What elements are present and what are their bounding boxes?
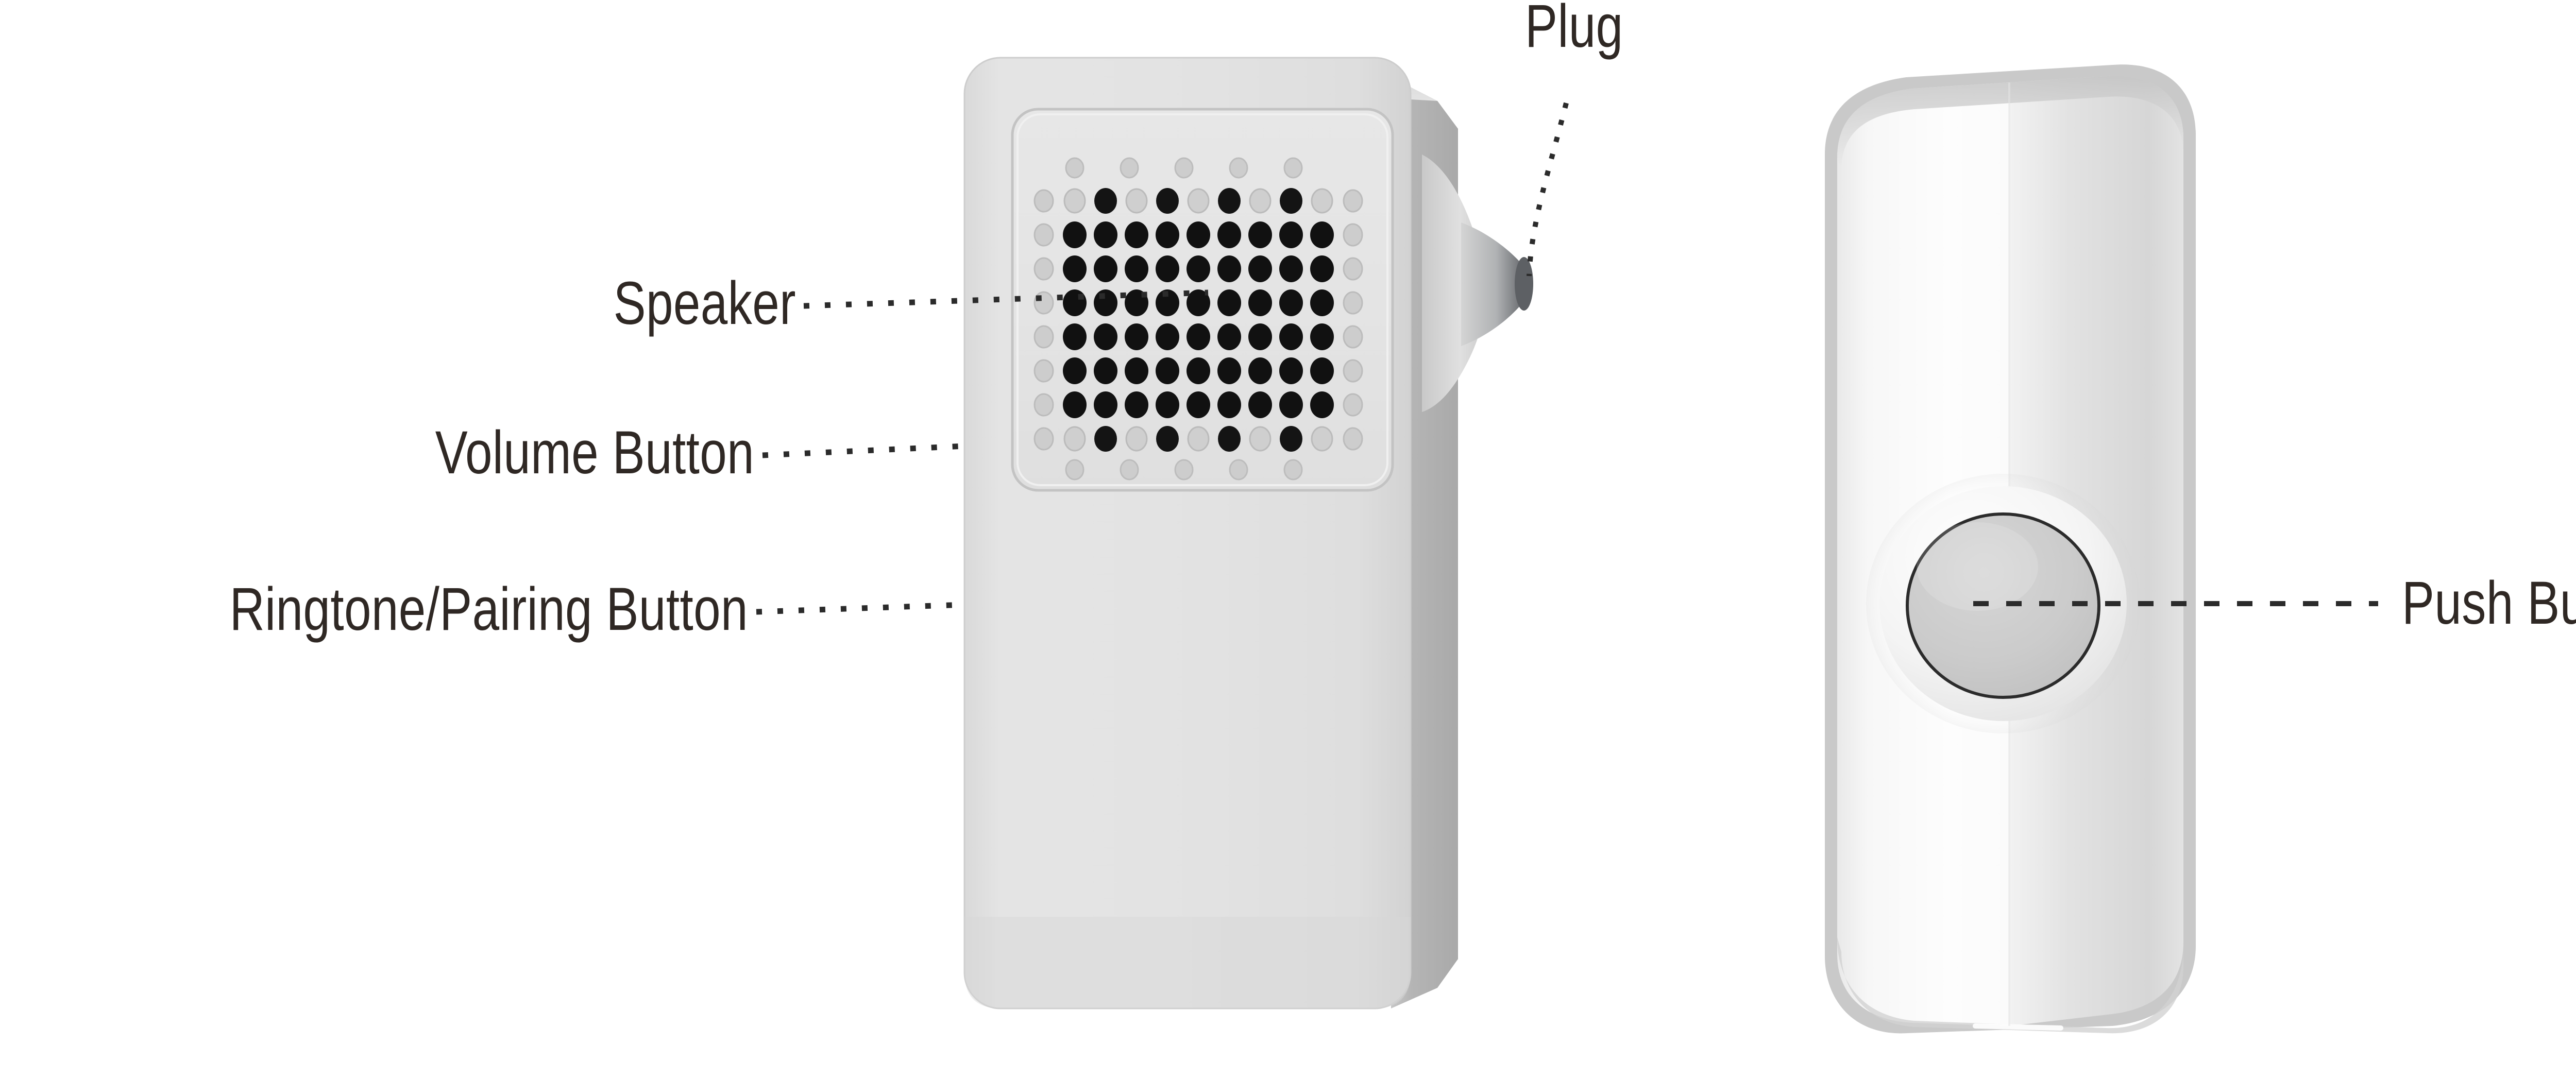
plug-base: [1422, 155, 1486, 412]
leader-lines: [756, 102, 2378, 615]
leader-line-plug: [1527, 102, 1569, 277]
chime-unit: [963, 57, 1533, 1009]
label-volume-button: Volume Button: [435, 419, 754, 487]
pb-bottom-rim: [1837, 937, 2183, 1034]
push-button-face-highlight: [1917, 522, 2038, 611]
plug-pin: [1461, 222, 1525, 346]
leader-line-speaker: [803, 289, 1209, 309]
label-speaker: Speaker: [613, 269, 796, 337]
plug-assembly: [1422, 155, 1533, 412]
leader-line-ringtone-pairing-button: [756, 602, 965, 615]
push-button-control[interactable]: [1866, 474, 2140, 733]
chime-front-body-outline: [963, 57, 1412, 1009]
speaker-hole-grid: [1033, 157, 1363, 481]
leader-line-volume-button: [762, 443, 965, 458]
label-push-button: Push Button: [2402, 569, 2576, 637]
push-button-face[interactable]: [1906, 512, 2100, 699]
plug-pin-tip: [1515, 257, 1533, 311]
label-ringtone-pairing-button: Ringtone/Pairing Button: [229, 575, 748, 643]
pb-bottom-notch: [1973, 1023, 2063, 1031]
pb-top-bevel: [1837, 76, 2183, 170]
label-plug: Plug: [1525, 0, 1623, 60]
chime-bottom-shade: [964, 917, 1411, 1008]
speaker-grille-panel: [1011, 108, 1394, 492]
push-button-unit: [1825, 64, 2196, 1034]
